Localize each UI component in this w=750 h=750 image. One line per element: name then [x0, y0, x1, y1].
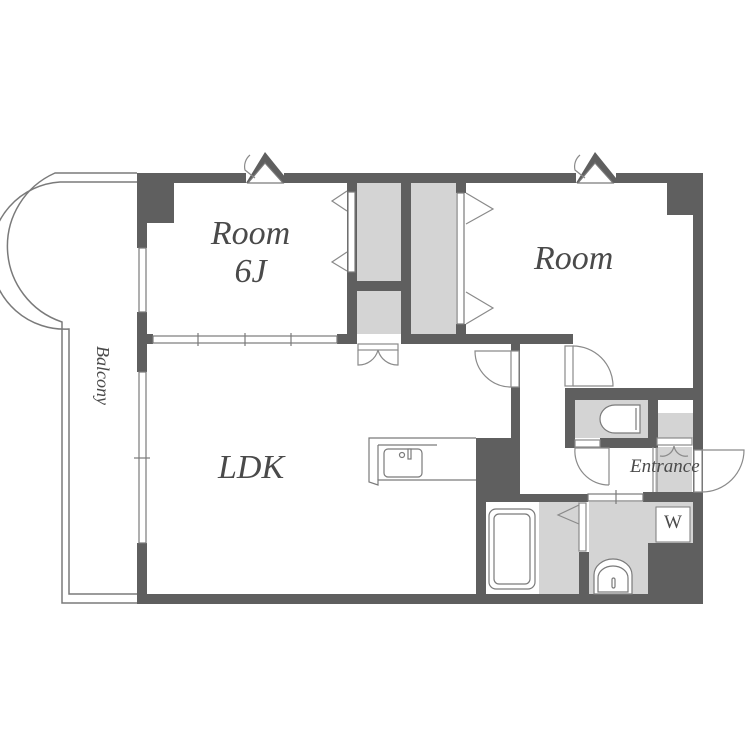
closet-doors: [330, 190, 587, 552]
bath-floor: [539, 502, 579, 594]
kitchen-sink-basin: [383, 448, 423, 478]
room-6j-label-line1: Room: [210, 215, 291, 252]
washer-label: W: [664, 512, 682, 533]
balcony-label: Balcony: [93, 346, 113, 405]
shoe-cabinet: [656, 413, 693, 438]
entrance-floor: [655, 447, 692, 492]
door-swings: [244, 154, 745, 493]
room-east-label: Room: [534, 240, 614, 277]
windows: [134, 162, 644, 544]
ldk-label: LDK: [218, 449, 285, 486]
closet-right: [411, 183, 456, 334]
toilet: [599, 404, 641, 434]
bathtub: [486, 502, 539, 594]
wash-basin: [593, 558, 633, 595]
room-6j-label: Room 6J: [198, 215, 303, 291]
balcony: [0, 172, 137, 604]
washing-machine-box: [655, 506, 691, 543]
entrance-label: Entrance: [630, 456, 700, 477]
room-6j-label-line2: 6J: [234, 253, 267, 290]
closet-lower-middle: [357, 291, 401, 334]
kitchen-counter: [368, 437, 476, 486]
closet-upper-middle: [357, 183, 401, 281]
